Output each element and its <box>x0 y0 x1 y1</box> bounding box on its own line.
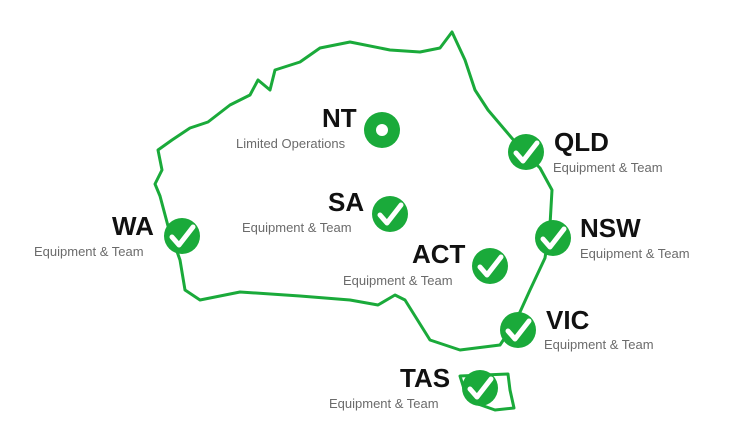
state-status: Equipment & Team <box>242 220 352 235</box>
state-status: Equipment & Team <box>329 396 439 411</box>
state-status: Equipment & Team <box>34 244 144 259</box>
state-code: ACT <box>412 239 466 269</box>
checkmark-icon <box>508 134 544 170</box>
state-status: Limited Operations <box>236 136 346 151</box>
state-code: TAS <box>400 363 451 393</box>
circle-dot-icon <box>364 112 400 148</box>
state-code: QLD <box>554 127 609 157</box>
state-code: NT <box>322 103 357 133</box>
state-code: WA <box>112 211 154 241</box>
state-code: NSW <box>580 213 641 243</box>
state-code: VIC <box>546 305 590 335</box>
checkmark-icon <box>462 370 498 406</box>
state-status: Equipment & Team <box>553 160 663 175</box>
checkmark-icon <box>500 312 536 348</box>
state-code: SA <box>328 187 365 217</box>
state-status: Equipment & Team <box>544 337 654 352</box>
state-status: Equipment & Team <box>580 246 690 261</box>
checkmark-icon <box>472 248 508 284</box>
state-status: Equipment & Team <box>343 273 453 288</box>
checkmark-icon <box>372 196 408 232</box>
checkmark-icon <box>164 218 200 254</box>
checkmark-icon <box>535 220 571 256</box>
